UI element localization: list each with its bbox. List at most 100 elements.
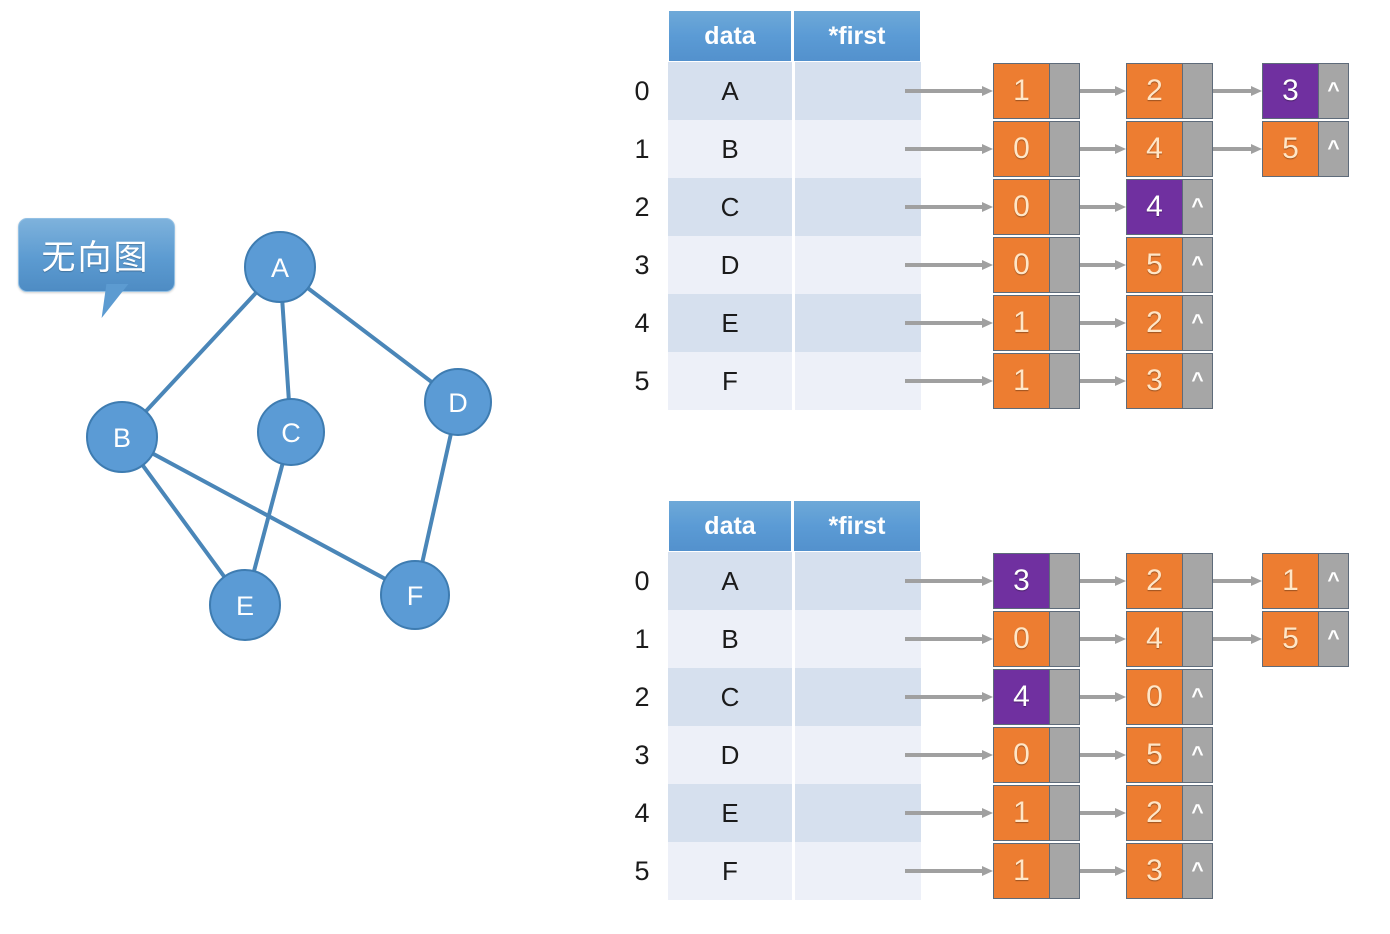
graph-node-d[interactable]: D <box>424 368 492 436</box>
arrow-head <box>1251 634 1262 644</box>
linked-list-node[interactable]: 4 <box>993 669 1080 725</box>
node-value-box: 5 <box>1126 727 1183 783</box>
graph-node-c[interactable]: C <box>257 398 325 466</box>
linked-list-node[interactable]: 2^ <box>1126 785 1213 841</box>
linked-list-node[interactable]: 5^ <box>1262 121 1349 177</box>
linked-list-node[interactable]: 2 <box>1126 63 1213 119</box>
table-row[interactable]: D <box>668 236 921 294</box>
graph-node-label: D <box>448 388 468 418</box>
arrow-shaft <box>1080 695 1115 699</box>
arrow-shaft <box>1213 147 1251 151</box>
linked-list-node[interactable]: 1 <box>993 353 1080 409</box>
table-row[interactable]: F <box>668 842 921 900</box>
node-next-pointer <box>1183 553 1213 609</box>
node-null-pointer: ^ <box>1319 553 1349 609</box>
arrow-shaft <box>1080 379 1115 383</box>
graph-node-a[interactable]: A <box>244 231 316 303</box>
graph-node-circle <box>86 401 158 473</box>
arrow-head <box>982 318 993 328</box>
linked-list-node[interactable]: 1 <box>993 785 1080 841</box>
linked-list-node[interactable]: 0 <box>993 121 1080 177</box>
row-index-label: 2 <box>634 681 650 712</box>
linked-list-node[interactable]: 3^ <box>1126 843 1213 899</box>
table-row[interactable]: C <box>668 668 921 726</box>
node-next-pointer <box>1050 121 1080 177</box>
linked-list-node[interactable]: 4^ <box>1126 179 1213 235</box>
node-value-box: 1 <box>993 353 1050 409</box>
arrow-head <box>1115 86 1126 96</box>
linked-list-node[interactable]: 3 <box>993 553 1080 609</box>
cell-data: C <box>668 668 792 726</box>
linked-list-node[interactable]: 3^ <box>1262 63 1349 119</box>
graph-node-b[interactable]: B <box>86 401 158 473</box>
table-row[interactable]: A <box>668 62 921 120</box>
arrow-shaft <box>905 321 982 325</box>
table-row[interactable]: A <box>668 552 921 610</box>
linked-list-node[interactable]: 0^ <box>1126 669 1213 725</box>
linked-list-node[interactable]: 0 <box>993 179 1080 235</box>
arrow-shaft <box>1080 263 1115 267</box>
cell-data: A <box>668 552 792 610</box>
linked-list-node[interactable]: 4 <box>1126 121 1213 177</box>
node-next-pointer <box>1050 785 1080 841</box>
graph-node-label: E <box>236 591 254 621</box>
node-value-box: 2 <box>1126 63 1183 119</box>
node-next-pointer <box>1183 121 1213 177</box>
graph-node-f[interactable]: F <box>380 560 450 630</box>
arrow-shaft <box>1080 753 1115 757</box>
arrow-head <box>1251 576 1262 586</box>
linked-list-node[interactable]: 1 <box>993 295 1080 351</box>
row-index-label: 3 <box>634 739 650 770</box>
node-next-pointer <box>1183 63 1213 119</box>
node-null-pointer: ^ <box>1183 237 1213 293</box>
cell-first-pointer <box>793 178 921 236</box>
node-value-box: 5 <box>1126 237 1183 293</box>
node-next-pointer <box>1050 611 1080 667</box>
next-pointer-arrow <box>1080 260 1126 270</box>
arrow-head <box>982 144 993 154</box>
node-next-pointer <box>1050 179 1080 235</box>
arrow-shaft <box>1080 205 1115 209</box>
graph-node-label: F <box>407 581 424 611</box>
table-row[interactable]: F <box>668 352 921 410</box>
pointer-arrow <box>905 144 993 154</box>
arrow-shaft <box>1080 147 1115 151</box>
pointer-arrow <box>905 260 993 270</box>
linked-list-node[interactable]: 2 <box>1126 553 1213 609</box>
table-row[interactable]: B <box>668 120 921 178</box>
table-row[interactable]: D <box>668 726 921 784</box>
table-row[interactable]: E <box>668 784 921 842</box>
graph-svg: A B C D E F <box>86 231 492 641</box>
table-row[interactable]: C <box>668 178 921 236</box>
next-pointer-arrow <box>1080 750 1126 760</box>
node-value-box: 4 <box>993 669 1050 725</box>
linked-list-node[interactable]: 3^ <box>1126 353 1213 409</box>
linked-list-node[interactable]: 5^ <box>1262 611 1349 667</box>
linked-list-node[interactable]: 5^ <box>1126 237 1213 293</box>
arrow-head <box>982 202 993 212</box>
table-row[interactable]: E <box>668 294 921 352</box>
next-pointer-arrow <box>1080 144 1126 154</box>
linked-list-node[interactable]: 0 <box>993 237 1080 293</box>
graph-node-circle <box>209 569 281 641</box>
node-null-pointer: ^ <box>1319 611 1349 667</box>
linked-list-node[interactable]: 1 <box>993 63 1080 119</box>
arrow-head <box>1115 576 1126 586</box>
graph-node-circle <box>244 231 316 303</box>
table-row[interactable]: B <box>668 610 921 668</box>
linked-list-node[interactable]: 4 <box>1126 611 1213 667</box>
callout-bubble-body <box>18 218 175 292</box>
node-value-box: 1 <box>993 843 1050 899</box>
linked-list-node[interactable]: 0 <box>993 611 1080 667</box>
linked-list-node[interactable]: 2^ <box>1126 295 1213 351</box>
graph-node-e[interactable]: E <box>209 569 281 641</box>
cell-data: B <box>668 610 792 668</box>
next-pointer-arrow <box>1080 576 1126 586</box>
linked-list-node[interactable]: 0 <box>993 727 1080 783</box>
linked-list-node[interactable]: 1 <box>993 843 1080 899</box>
linked-list-node[interactable]: 1^ <box>1262 553 1349 609</box>
graph-node-circle <box>424 368 492 436</box>
pointer-arrow <box>905 866 993 876</box>
linked-list-node[interactable]: 5^ <box>1126 727 1213 783</box>
node-next-pointer <box>1050 237 1080 293</box>
